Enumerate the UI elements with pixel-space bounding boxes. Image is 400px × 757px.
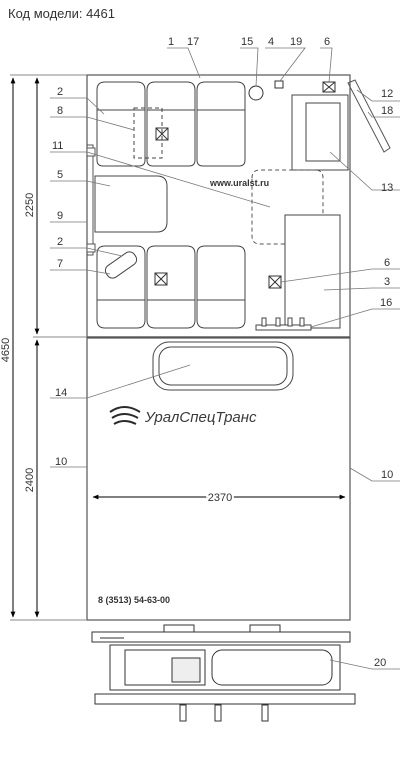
spare-wheel [152,341,294,391]
callout-7: 7 [57,258,63,270]
model-code: Код модели: 4461 [8,6,115,21]
seat [146,81,196,167]
seat [196,81,246,167]
seat-row-bottom [96,245,246,329]
total-length-label: 4650 [0,338,12,362]
callout-2-top: 2 [57,86,63,98]
side-door [86,144,96,256]
fire-extinguisher [104,251,138,279]
table [94,175,168,233]
switch-19 [274,80,284,89]
chassis-elevation [91,624,356,722]
callout-8: 8 [57,105,63,117]
model-code-label: Код модели: [8,6,83,21]
cabin-length-label: 2250 [24,193,36,217]
model-code-value: 4461 [86,6,115,21]
callout-12: 12 [381,88,393,100]
company-logo: УралСпецТранс [109,406,257,426]
cargo-length-label: 2400 [24,468,36,492]
callout-10-right: 10 [381,469,393,481]
seat [146,245,196,329]
rear-door [347,79,391,153]
seat [96,81,146,167]
seat [196,245,246,329]
rack-16 [255,317,312,331]
callout-6-top: 6 [324,36,330,48]
seat-anchor-top [155,127,169,141]
cabinet-top-right [291,94,349,171]
callout-3: 3 [384,276,390,288]
callout-13: 13 [381,182,393,194]
callout-1: 1 [168,36,174,48]
heater-outline [251,169,324,245]
callout-19: 19 [290,36,302,48]
website: www.uralst.ru [209,178,269,188]
callout-18: 18 [381,105,393,117]
callout-17: 17 [187,36,199,48]
cabinet-3 [284,214,341,329]
dimension-lines [10,74,346,621]
width-label: 2370 [208,492,232,504]
callout-6-bottom: 6 [384,257,390,269]
callout-5: 5 [57,169,63,181]
uralspectrans-logo-icon [109,406,141,425]
anchor-right [268,275,282,289]
table-fold-top [133,107,163,159]
anchor-top-right [322,81,336,93]
callout-14: 14 [55,387,67,399]
callout-20: 20 [374,657,386,669]
callout-9: 9 [57,210,63,222]
callout-15: 15 [241,36,253,48]
cargo-compartment [86,337,351,621]
callout-10-left: 10 [55,456,67,468]
company-name: УралСпецТранс [144,409,257,426]
seat-row-top [96,81,246,167]
leader-lines [50,47,400,670]
callout-11: 11 [52,140,63,152]
lamp-15 [248,85,264,101]
callout-2-bottom: 2 [57,236,63,248]
seat-anchor-bottom [154,272,168,286]
callout-4: 4 [268,36,274,48]
company-phone: 8 (3513) 54-63-00 [98,595,170,605]
callout-16: 16 [380,297,392,309]
callouts: 1 17 15 4 19 6 12 18 2 8 11 5 13 9 2 7 6… [52,36,393,669]
